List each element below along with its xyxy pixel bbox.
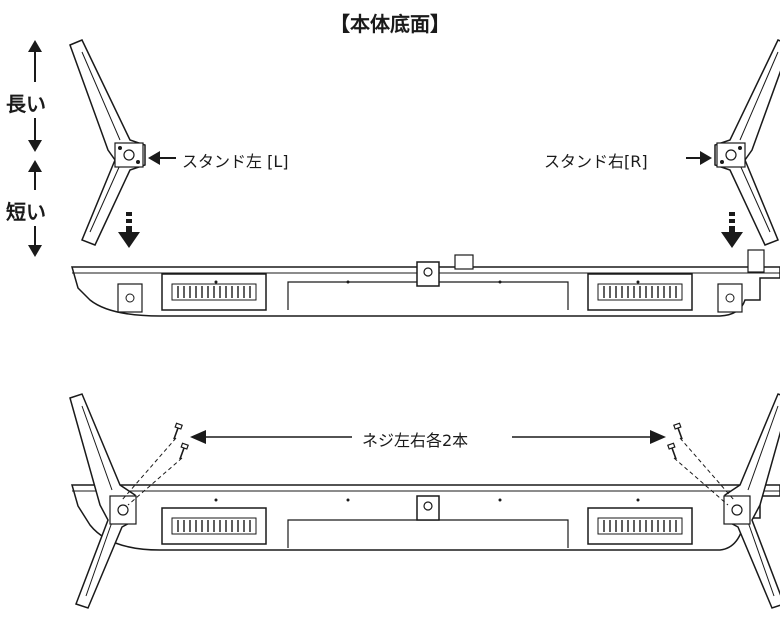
stand-pointer-arrows xyxy=(148,151,712,165)
label-long: 長い xyxy=(6,92,46,116)
label-short: 短い xyxy=(6,200,46,224)
stand-left-label: スタンド左 [L] xyxy=(182,152,289,171)
stand-leg-right-attached xyxy=(723,393,780,609)
page-title: 【本体底面】 xyxy=(330,12,450,36)
stand-right-label: スタンド右[R] xyxy=(544,152,648,171)
stand-leg-left-top xyxy=(69,39,146,246)
screw-span-arrow xyxy=(190,430,666,444)
screw-label: ネジ左右各2本 xyxy=(362,431,469,450)
length-arrows xyxy=(28,40,42,257)
down-arrow-icon xyxy=(118,212,743,248)
stand-leg-right-top xyxy=(714,39,780,246)
tv-body-bottom-view-top xyxy=(71,249,780,317)
tv-body-bottom-view-bottom xyxy=(71,484,780,551)
screw-icon xyxy=(121,422,735,506)
stand-leg-left-attached xyxy=(69,393,137,609)
